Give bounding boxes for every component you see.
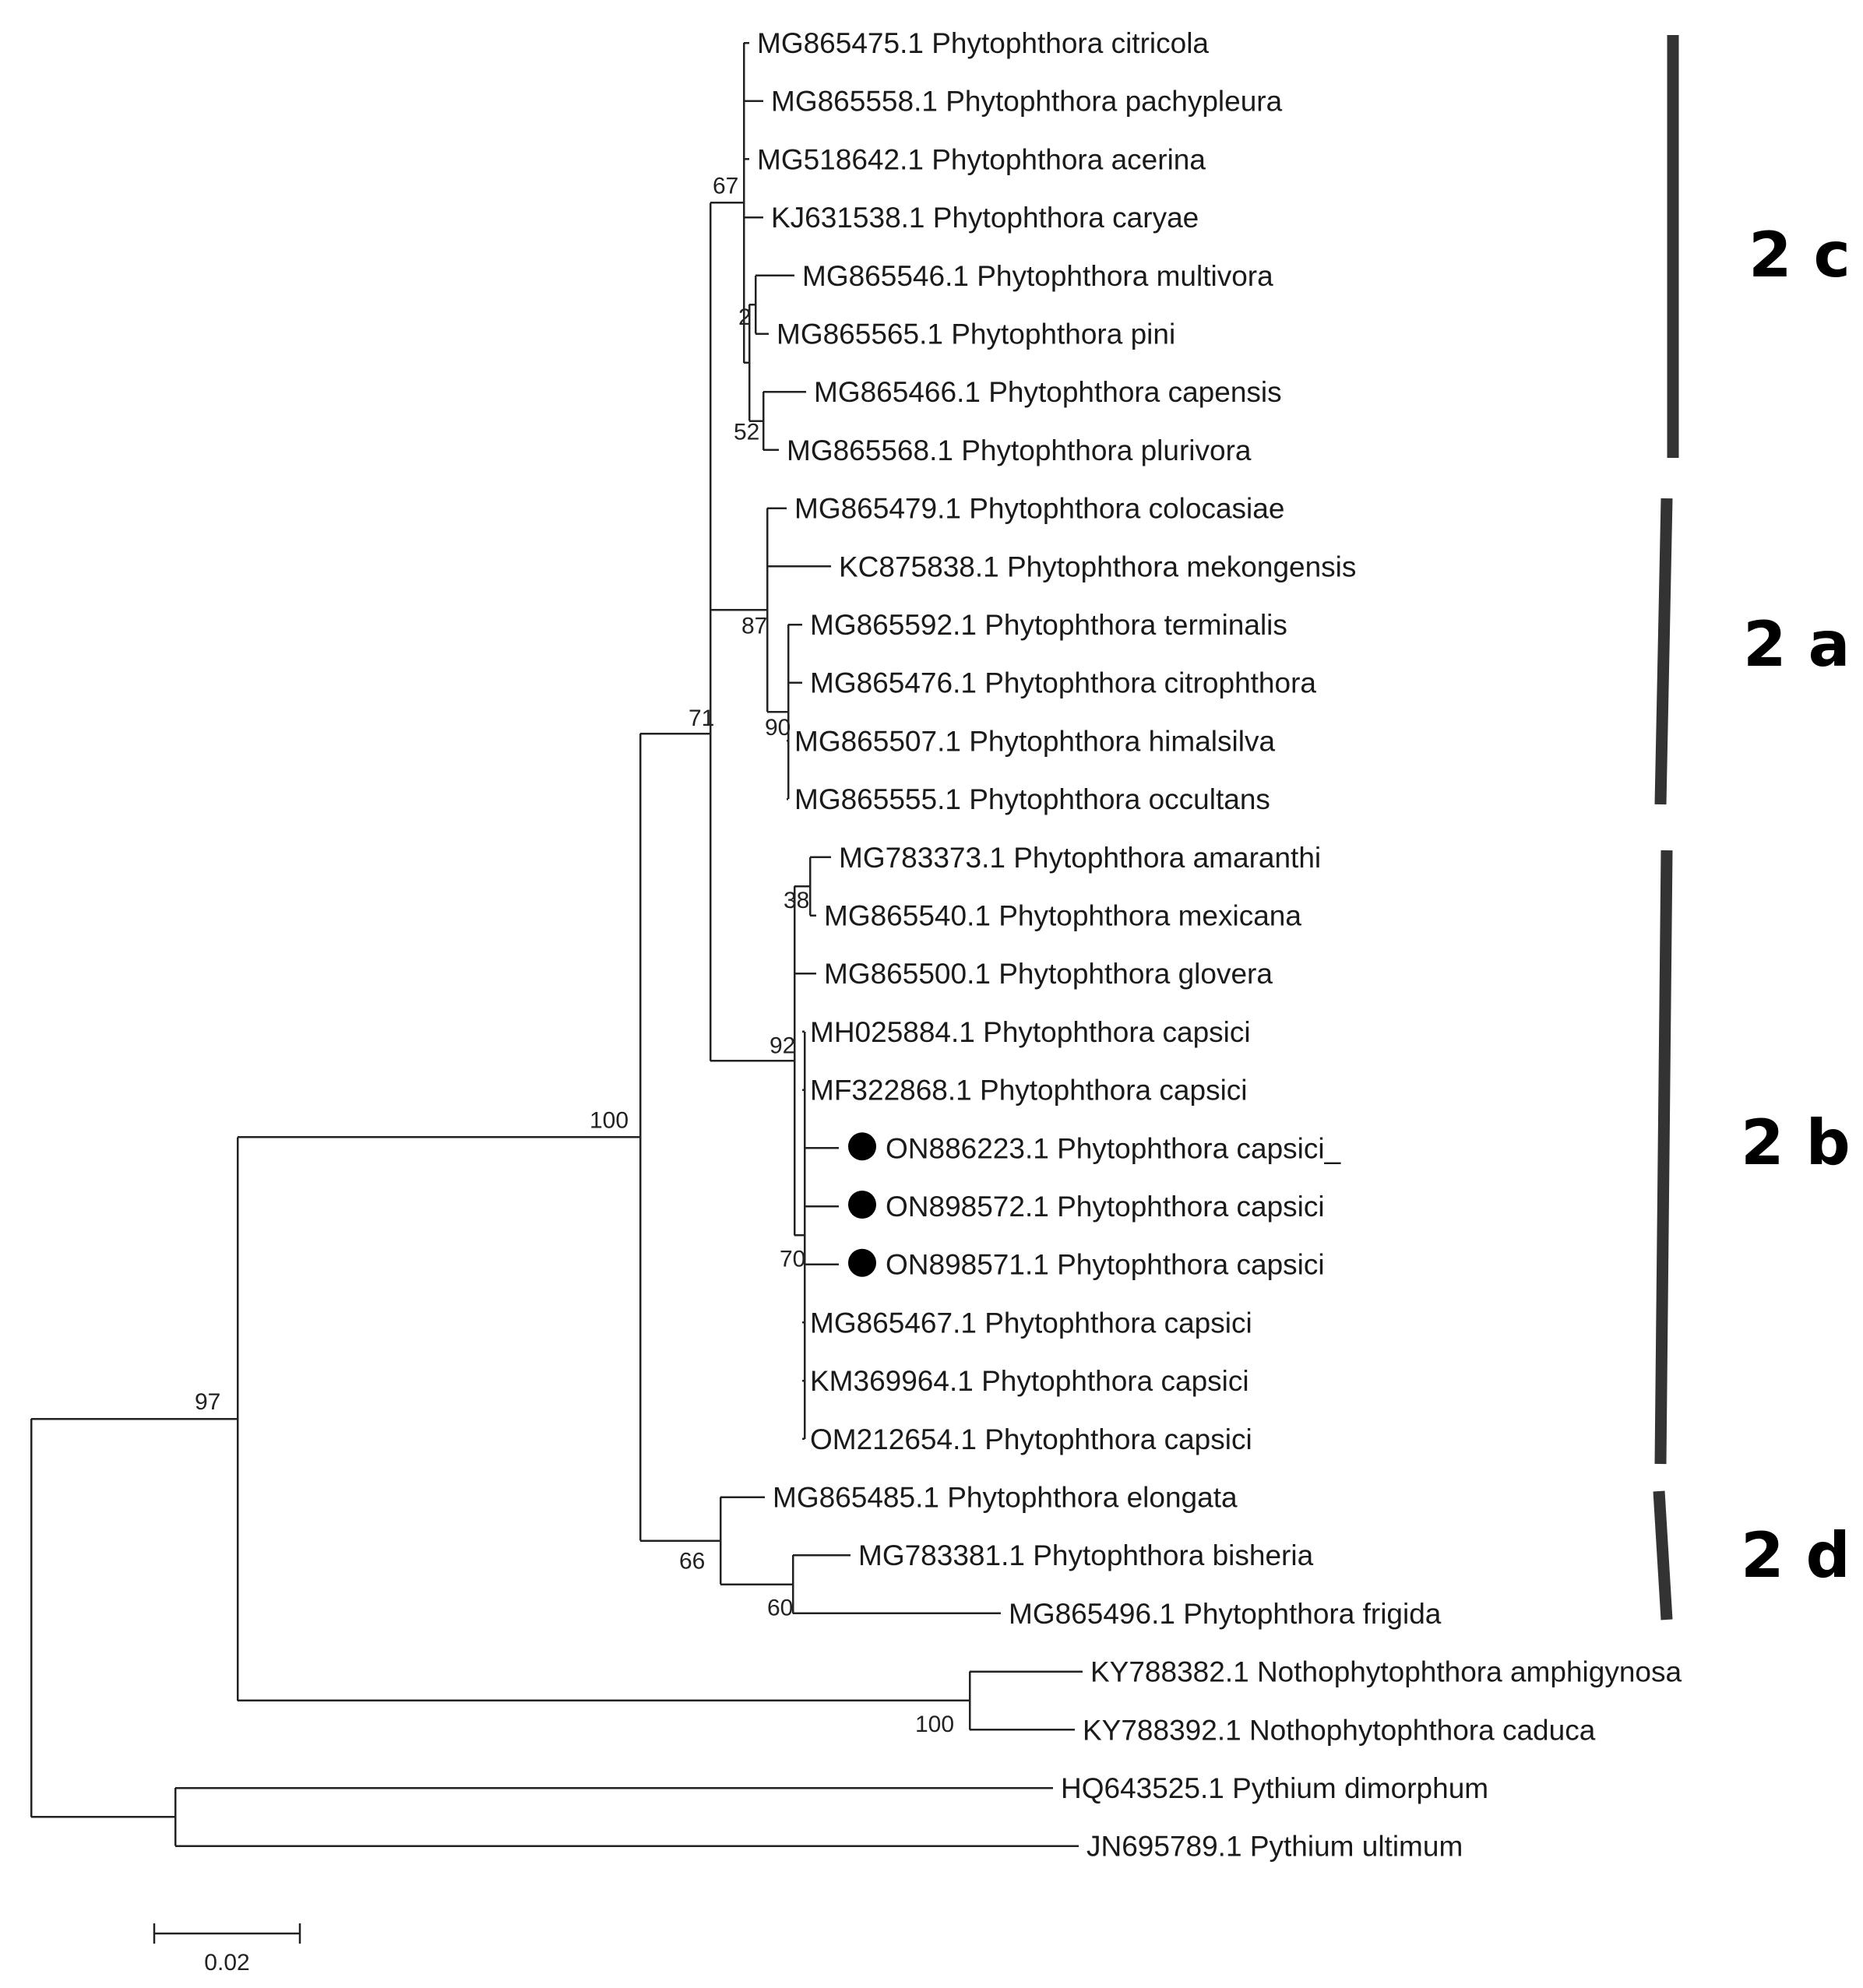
- clade-bar-2d: [1653, 1490, 1673, 1620]
- leaf-label-bisheria: MG783381.1 Phytophthora bisheria: [858, 1539, 1314, 1571]
- leaf-label-occultans: MG865555.1 Phytophthora occultans: [794, 783, 1270, 815]
- leaf-label-himalsilva: MG865507.1 Phytophthora himalsilva: [794, 725, 1275, 757]
- clade-label-2c: 2 c: [1749, 219, 1851, 291]
- bootstrap-n_ingroup: 97: [195, 1389, 220, 1415]
- leaf-label-frigida: MG865496.1 Phytophthora frigida: [1009, 1598, 1442, 1630]
- leaf-label-capsici3: ON886223.1 Phytophthora capsici_: [886, 1132, 1341, 1164]
- bootstrap-values: 67 2 52 71 87 90 38 92 70 100 66 60 97 100: [195, 173, 954, 1737]
- leaf-label-plurivora: MG865568.1 Phytophthora plurivora: [787, 435, 1252, 466]
- leaf-label-dimorphum: HQ643525.1 Pythium dimorphum: [1061, 1772, 1488, 1804]
- scale-bar: 0.02: [153, 1923, 301, 1976]
- leaf-label-glovera: MG865500.1 Phytophthora glovera: [824, 958, 1273, 990]
- clade-label-2b: 2 b: [1741, 1107, 1851, 1179]
- bootstrap-n2c_multi: 2: [738, 304, 752, 330]
- bootstrap-n2b: 92: [770, 1033, 795, 1058]
- leaf-label-capsici6: MG865467.1 Phytophthora capsici: [810, 1307, 1252, 1339]
- bootstrap-n2d_inner: 60: [767, 1596, 793, 1621]
- leaf-label-citrophthora: MG865476.1 Phytophthora citrophthora: [810, 667, 1316, 699]
- clade-bar-2b: [1654, 850, 1673, 1465]
- bootstrap-n2b_caps: 70: [780, 1246, 805, 1272]
- leaf-label-amaranthi: MG783373.1 Phytophthora amaranthi: [839, 842, 1321, 874]
- scale-bar-label: 0.02: [204, 1950, 249, 1976]
- leaf-label-capsici5: ON898571.1 Phytophthora capsici: [886, 1249, 1325, 1281]
- leaf-label-pini: MG865565.1 Phytophthora pini: [777, 318, 1175, 350]
- sample-marker-capsici3: [848, 1132, 876, 1161]
- clade-bar-2a: [1654, 498, 1673, 805]
- leaf-label-mekongensis: KC875838.1 Phytophthora mekongensis: [839, 551, 1356, 582]
- sample-marker-capsici4: [848, 1191, 876, 1219]
- leaf-label-caryae: KJ631538.1 Phytophthora caryae: [771, 202, 1199, 234]
- leaf-label-amphigynosa: KY788382.1 Nothophytophthora amphigynosa: [1090, 1656, 1682, 1688]
- leaf-label-capensis: MG865466.1 Phytophthora capensis: [814, 376, 1282, 408]
- bootstrap-n_notho: 100: [915, 1712, 954, 1737]
- tree-branches: [30, 41, 1083, 1847]
- clade-label-2a: 2 a: [1743, 608, 1851, 681]
- leaf-label-colocasiae: MG865479.1 Phytophthora colocasiae: [794, 493, 1284, 525]
- leaf-label-capsici8: OM212654.1 Phytophthora capsici: [810, 1423, 1252, 1455]
- leaf-label-ultimum: JN695789.1 Pythium ultimum: [1086, 1831, 1463, 1863]
- leaf-label-elongata: MG865485.1 Phytophthora elongata: [773, 1482, 1238, 1514]
- leaf-label-caduca: KY788392.1 Nothophytophthora caduca: [1083, 1714, 1596, 1746]
- leaf-label-pachypleura: MG865558.1 Phytophthora pachypleura: [771, 86, 1283, 118]
- leaf-label-capsici4: ON898572.1 Phytophthora capsici: [886, 1191, 1325, 1223]
- clade-label-2d: 2 d: [1741, 1519, 1851, 1592]
- leaf-labels: MG865475.1 Phytophthora citricolaMG86555…: [757, 27, 1682, 1863]
- bootstrap-n2b_ama: 38: [784, 888, 809, 913]
- bootstrap-n_phyto: 100: [590, 1107, 629, 1133]
- leaf-label-citricola: MG865475.1 Phytophthora citricola: [757, 27, 1209, 59]
- leaf-label-capsici2: MF322868.1 Phytophthora capsici: [810, 1075, 1248, 1107]
- leaf-label-multivora: MG865546.1 Phytophthora multivora: [802, 260, 1273, 292]
- bootstrap-n_2c2a2b: 71: [688, 705, 714, 731]
- bootstrap-n2c_caps: 52: [734, 420, 759, 445]
- bootstrap-n2a: 87: [741, 613, 767, 639]
- bootstrap-n2a_inner: 90: [765, 715, 791, 741]
- leaf-label-capsici1: MH025884.1 Phytophthora capsici: [810, 1016, 1251, 1048]
- sample-marker-capsici5: [848, 1248, 876, 1277]
- leaf-label-acerina: MG518642.1 Phytophthora acerina: [757, 143, 1206, 175]
- clade-annotations: 2 c 2 a 2 b 2 d: [1653, 35, 1851, 1620]
- leaf-label-capsici7: KM369964.1 Phytophthora capsici: [810, 1365, 1249, 1397]
- leaf-label-mexicana: MG865540.1 Phytophthora mexicana: [824, 900, 1301, 932]
- bootstrap-n2c: 67: [713, 173, 738, 199]
- bootstrap-n2d: 66: [679, 1549, 705, 1575]
- leaf-label-terminalis: MG865592.1 Phytophthora terminalis: [810, 609, 1287, 641]
